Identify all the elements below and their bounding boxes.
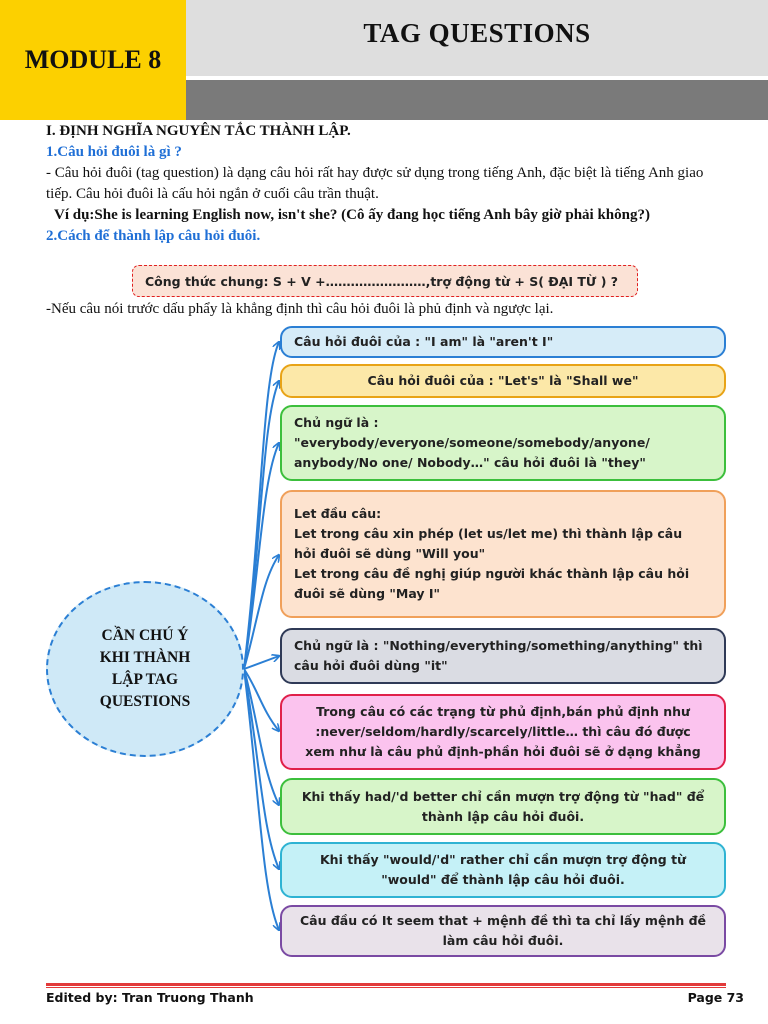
rule-box-it-seems: Câu đầu có It seem that + mệnh đề thì ta… bbox=[280, 905, 726, 957]
mindmap-center-text: CẦN CHÚ Ý KHI THÀNH LẬP TAG QUESTIONS bbox=[99, 627, 191, 710]
section-heading: I. ĐỊNH NGHĨA NGUYÊN TẮC THÀNH LẬP. bbox=[46, 123, 351, 139]
header-divider-band bbox=[186, 80, 768, 120]
mindmap-center-bubble: CẦN CHÚ Ý KHI THÀNH LẬP TAG QUESTIONS bbox=[46, 581, 244, 757]
rule-text: Chủ ngữ là : "Nothing/everything/somethi… bbox=[294, 638, 703, 673]
formula-text: Công thức chung: S + V +……………………,trợ độn… bbox=[145, 273, 619, 289]
footer-page-number: Page 73 bbox=[687, 990, 744, 1005]
rule-box-lets: Câu hỏi đuôi của : "Let's" là "Shall we" bbox=[280, 364, 726, 398]
arrow-8 bbox=[243, 668, 279, 869]
rule-text: Khi thấy had/'d better chỉ cần mượn trợ … bbox=[301, 788, 705, 824]
rule-text: Câu đầu có It seem that + mệnh đề thì ta… bbox=[300, 913, 706, 948]
arrow-5 bbox=[243, 656, 279, 670]
rule-box-i-am: Câu hỏi đuôi của : "I am" là "aren't I" bbox=[280, 326, 726, 358]
rule-box-indefinite-people: Chủ ngữ là : "everybody/everyone/someone… bbox=[280, 405, 726, 481]
rule-text: Let đầu câu: Let trong câu xin phép (let… bbox=[294, 506, 690, 601]
rule-box-had-better: Khi thấy had/'d better chỉ cần mượn trợ … bbox=[280, 778, 726, 835]
rule-note: -Nếu câu nói trước dấu phẩy là khẳng địn… bbox=[46, 301, 554, 317]
footer-editor: Edited by: Tran Truong Thanh bbox=[46, 990, 254, 1005]
rule-box-let: Let đầu câu: Let trong câu xin phép (let… bbox=[280, 490, 726, 618]
subheading-how-to: 2.Cách để thành lập câu hỏi đuôi. bbox=[46, 228, 261, 244]
rule-box-negative-adverbs: Trong câu có các trạng từ phủ định,bán p… bbox=[280, 694, 726, 770]
rule-box-indefinite-things: Chủ ngữ là : "Nothing/everything/somethi… bbox=[280, 628, 726, 684]
page-header: MODULE 8 TAG QUESTIONS bbox=[0, 0, 768, 120]
module-label: MODULE 8 bbox=[24, 45, 162, 74]
rule-text: Chủ ngữ là : "everybody/everyone/someone… bbox=[294, 415, 650, 470]
footer-rule-thick bbox=[46, 983, 726, 986]
arrow-4 bbox=[243, 555, 279, 670]
page-title: TAG QUESTIONS bbox=[363, 18, 591, 48]
rule-text: Trong câu có các trạng từ phủ định,bán p… bbox=[305, 704, 701, 759]
arrow-9 bbox=[243, 668, 279, 930]
module-badge: MODULE 8 bbox=[0, 0, 186, 120]
arrow-3 bbox=[243, 443, 279, 670]
rule-text: Câu hỏi đuôi của : "I am" là "aren't I" bbox=[294, 334, 554, 349]
definition-paragraph: - Câu hỏi đuôi (tag question) là dạng câ… bbox=[46, 165, 704, 202]
rule-box-would-rather: Khi thấy "would/'d" rather chỉ cần mượn … bbox=[280, 842, 726, 898]
arrow-6 bbox=[243, 668, 279, 731]
title-band: TAG QUESTIONS bbox=[186, 0, 768, 76]
footer-rule-thin bbox=[46, 987, 726, 988]
example-sentence: Ví dụ:She is learning English now, isn't… bbox=[54, 207, 650, 223]
rule-text: Khi thấy "would/'d" rather chỉ cần mượn … bbox=[320, 852, 686, 887]
formula-box: Công thức chung: S + V +……………………,trợ độn… bbox=[132, 265, 638, 297]
intro-section: I. ĐỊNH NGHĨA NGUYÊN TẮC THÀNH LẬP. 1.Câ… bbox=[46, 121, 726, 247]
rule-text: Câu hỏi đuôi của : "Let's" là "Shall we" bbox=[367, 373, 639, 388]
subheading-what-is: 1.Câu hỏi đuôi là gì ? bbox=[46, 144, 182, 160]
arrow-7 bbox=[243, 668, 279, 805]
